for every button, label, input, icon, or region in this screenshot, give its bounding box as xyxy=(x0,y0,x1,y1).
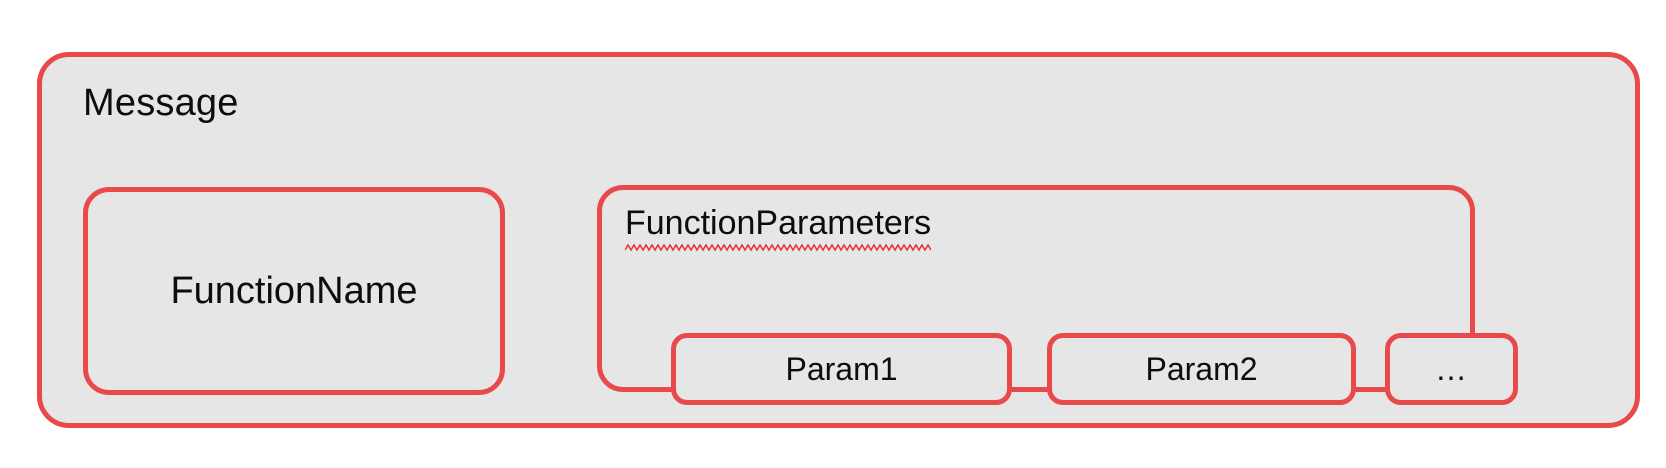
parameter-chip[interactable]: Param2 xyxy=(1047,333,1356,405)
function-parameters-title-wrap: FunctionParameters xyxy=(625,203,932,252)
message-block-title: Message xyxy=(83,82,239,124)
parameter-chip-ellipsis[interactable]: … xyxy=(1385,333,1518,405)
message-block[interactable]: Message FunctionName FunctionParameters … xyxy=(37,52,1640,428)
function-parameters-block[interactable]: FunctionParameters Param1 Param2 … xyxy=(597,185,1518,405)
spellcheck-squiggle-icon xyxy=(625,244,932,252)
function-name-label: FunctionName xyxy=(170,270,418,312)
parameter-chip[interactable]: Param1 xyxy=(671,333,1012,405)
parameter-chip-label: … xyxy=(1435,351,1468,387)
function-parameters-label: FunctionParameters xyxy=(625,204,932,242)
function-name-block[interactable]: FunctionName xyxy=(83,187,505,395)
parameter-chip-label: Param1 xyxy=(785,351,898,387)
parameter-chip-label: Param2 xyxy=(1145,351,1258,387)
